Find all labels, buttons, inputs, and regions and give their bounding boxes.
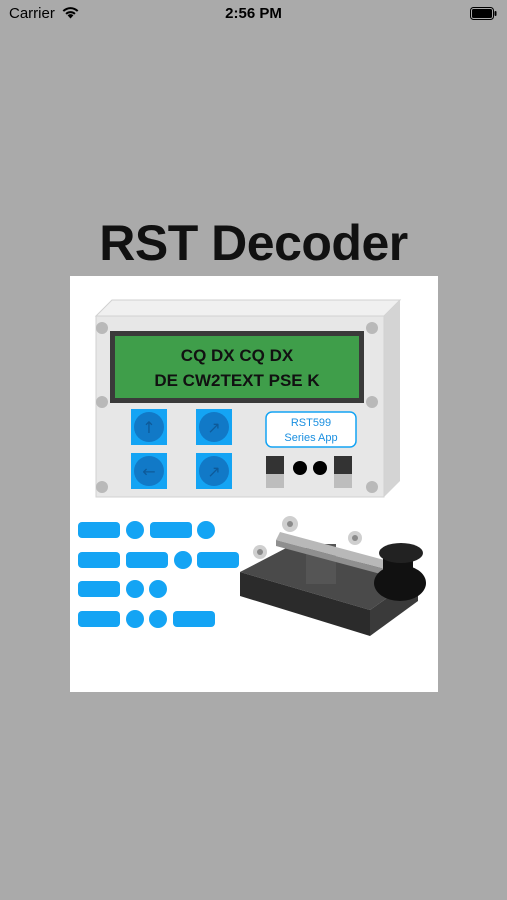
- radio-device-icon: CQ DX CQ DX DE CW2TEXT PSE K ↑ ↗ ← ↗ RST…: [94, 299, 402, 498]
- status-bar: Carrier 2:56 PM: [0, 0, 507, 30]
- badge-line-1: RST599: [291, 417, 331, 429]
- display-line-1: CQ DX CQ DX: [181, 346, 294, 365]
- app-logo-illustration: CQ DX CQ DX DE CW2TEXT PSE K ↑ ↗ ← ↗ RST…: [78, 299, 426, 636]
- carrier-label: Carrier: [9, 5, 55, 22]
- morse-code-icon: [78, 521, 239, 628]
- status-time: 2:56 PM: [225, 5, 282, 22]
- arrow-up-right-icon: ↗: [207, 462, 220, 481]
- app-title: RST Decoder: [99, 215, 408, 271]
- app-logo: CQ DX CQ DX DE CW2TEXT PSE K ↑ ↗ ← ↗ RST…: [70, 276, 438, 692]
- telegraph-key-icon: [240, 516, 426, 636]
- arrow-up-icon: ↑: [142, 418, 155, 437]
- badge-line-2: Series App: [284, 432, 337, 444]
- arrow-up-right-icon: ↗: [207, 418, 220, 437]
- wifi-icon: [62, 7, 79, 19]
- radio-buttons: ↑ ↗ ← ↗: [131, 409, 232, 489]
- display-line-2: DE CW2TEXT PSE K: [154, 371, 320, 390]
- arrow-left-icon: ←: [142, 462, 155, 481]
- battery-icon: [470, 7, 497, 20]
- connector-icon: [266, 456, 352, 488]
